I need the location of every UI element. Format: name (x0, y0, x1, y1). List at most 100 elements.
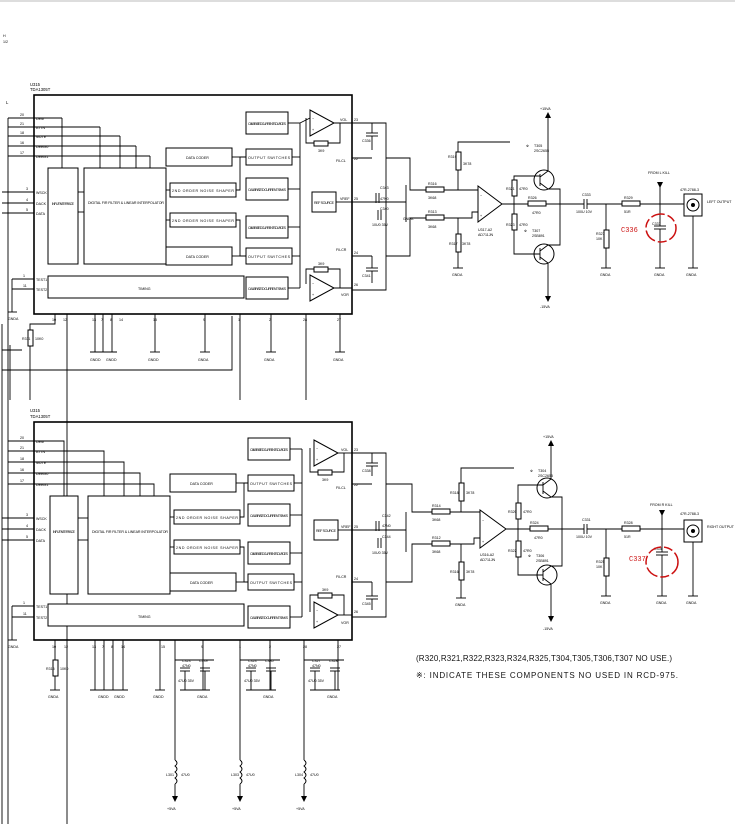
svg-text:3: 3 (26, 187, 28, 191)
svg-text:7: 7 (102, 645, 104, 649)
svg-text:47N0: 47N0 (380, 197, 389, 201)
svg-text:100U 10V: 100U 10V (576, 210, 593, 214)
resistor-r311-top: R311 10K0 (22, 329, 43, 400)
svg-text:10K: 10K (596, 565, 603, 569)
resistor-r326-top: R326 47R0 (527, 196, 547, 215)
svg-text:C341: C341 (362, 274, 371, 278)
svg-text:3K9: 3K9 (318, 262, 324, 266)
svg-text:VOL: VOL (340, 118, 347, 122)
svg-text:C324: C324 (248, 659, 257, 663)
svg-text:3K9: 3K9 (322, 588, 328, 592)
svg-text:GNDD: GNDD (153, 695, 164, 699)
svg-text:5: 5 (26, 535, 28, 539)
svg-text:10: 10 (52, 318, 56, 322)
svg-text:13: 13 (92, 645, 96, 649)
svg-text:DEEM0: DEEM0 (36, 145, 48, 149)
svg-text:−: − (316, 447, 318, 451)
svg-text:FROM L KILL: FROM L KILL (648, 171, 670, 175)
svg-text:51R: 51R (624, 535, 631, 539)
svg-text:8: 8 (111, 645, 113, 649)
svg-text:47U0 35V: 47U0 35V (178, 679, 195, 683)
cap-c342-bottom: C342 47N0 (375, 514, 391, 531)
svg-text:VOL: VOL (341, 448, 348, 452)
svg-text:R316: R316 (428, 182, 437, 186)
svg-text:GNDA: GNDA (327, 695, 338, 699)
svg-text:14: 14 (119, 318, 123, 322)
svg-text:+: + (482, 540, 484, 544)
svg-text:GNDA: GNDA (333, 358, 344, 362)
svg-text:5: 5 (26, 208, 28, 212)
svg-text:−: − (316, 609, 318, 613)
svg-text:INPUT INTERFACE: INPUT INTERFACE (53, 530, 76, 534)
svg-text:47R0: 47R0 (534, 536, 543, 540)
svg-text:−: − (482, 519, 484, 523)
svg-text:−: − (480, 194, 482, 198)
svg-text:DATA: DATA (36, 539, 46, 543)
svg-text:U317-A2: U317-A2 (478, 228, 492, 232)
svg-text:3K68: 3K68 (432, 550, 440, 554)
internal-opamp-2-top (309, 274, 336, 302)
svg-text:FILCL: FILCL (336, 159, 346, 163)
digital-filter-block-top (83, 167, 167, 265)
svg-text:R317: R317 (449, 242, 458, 246)
svg-text:C342: C342 (382, 514, 391, 518)
rfb-2-top (313, 266, 329, 273)
svg-text:27: 27 (337, 318, 341, 322)
svg-text:R329: R329 (624, 196, 633, 200)
svg-text:GNDA: GNDA (452, 273, 463, 277)
svg-text:DIGITAL FIR FILTER & LINEAR IN: DIGITAL FIR FILTER & LINEAR INTERPOLATOR (92, 530, 168, 534)
cap-c336-top: C336 (362, 123, 378, 150)
svg-text:R326: R326 (528, 196, 537, 200)
svg-text:DATA CODER: DATA CODER (190, 482, 213, 486)
svg-text:8: 8 (110, 318, 112, 322)
svg-text:1: 1 (238, 318, 240, 322)
svg-text:WSCK: WSCK (36, 517, 47, 521)
svg-text:CALIBRATED CURRENT SINKS: CALIBRATED CURRENT SINKS (248, 188, 287, 192)
svg-text:C344: C344 (382, 535, 391, 539)
svg-text:TEST1: TEST1 (36, 605, 47, 609)
svg-text:3K68: 3K68 (428, 196, 436, 200)
svg-text:3K9: 3K9 (318, 149, 324, 153)
note-line-2: ※: INDICATE THESE COMPONENTS NO USED IN … (416, 671, 678, 680)
cap-c341-top: C341 (362, 256, 378, 283)
svg-text:10K0: 10K0 (35, 337, 43, 341)
svg-text:MUTE: MUTE (36, 461, 47, 465)
svg-text:C327: C327 (312, 659, 321, 663)
svg-text:C331: C331 (582, 518, 591, 522)
svg-text:DATA CODER: DATA CODER (186, 156, 209, 160)
svg-text:47R0: 47R0 (523, 510, 532, 514)
svg-text:WSCK: WSCK (36, 191, 47, 195)
svg-text:+: + (316, 620, 318, 624)
resistor-r329-top: R329 51R (621, 196, 641, 214)
svg-text:R313: R313 (428, 210, 437, 214)
svg-text:10K0: 10K0 (60, 667, 68, 671)
svg-text:CALIBRATED CURRENT SINKS: CALIBRATED CURRENT SINKS (248, 287, 287, 291)
svg-text:TEST1: TEST1 (36, 278, 47, 282)
cap-c331-bottom: C331 100U 10V (576, 518, 593, 539)
svg-text:25: 25 (354, 197, 358, 201)
svg-text:CALIBRATED CURRENT SOURCES: CALIBRATED CURRENT SOURCES (250, 448, 289, 452)
left-bus (1, 118, 233, 824)
svg-text:R323: R323 (506, 223, 515, 227)
svg-text:T307: T307 (532, 229, 540, 233)
svg-text:+: + (312, 128, 314, 132)
svg-text:100U 10V: 100U 10V (576, 535, 593, 539)
svg-text:DEEM1: DEEM1 (36, 483, 48, 487)
svg-text:28: 28 (303, 318, 307, 322)
cap-c337-top: C337 GNDA (652, 222, 666, 277)
svg-text:TEST2: TEST2 (36, 288, 47, 292)
highlight-c336-top: C336 (621, 213, 677, 243)
svg-text:2ND ORDER NOISE SHAPER: 2ND ORDER NOISE SHAPER (172, 219, 234, 223)
ic-part-bottom: TDA1305T (30, 414, 51, 419)
svg-text:CALIBRATED CURRENT SINKS: CALIBRATED CURRENT SINKS (250, 514, 289, 518)
svg-text:OUTPUT SWITCHES: OUTPUT SWITCHES (248, 255, 291, 259)
svg-text:3K68: 3K68 (428, 225, 436, 229)
resistor-r324-bottom: R324 47R0 (529, 521, 549, 540)
svg-text:7: 7 (101, 318, 103, 322)
svg-text:OUTPUT SWITCHES: OUTPUT SWITCHES (250, 581, 293, 585)
svg-text:21: 21 (20, 446, 24, 450)
